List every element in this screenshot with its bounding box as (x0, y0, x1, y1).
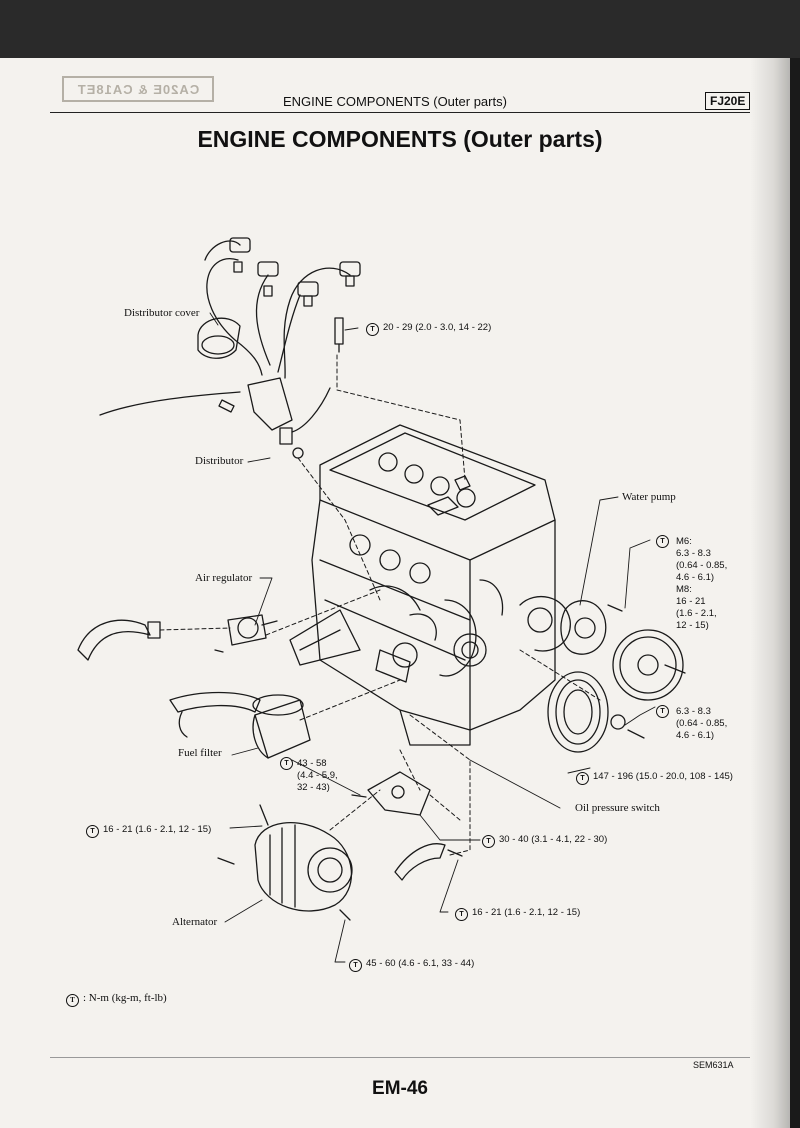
torque-icon: T (66, 994, 79, 1007)
torque-icon: T (656, 705, 669, 718)
torque-icon: T (280, 757, 293, 770)
plug-boot (229, 237, 251, 253)
torque-water-pump-m6: M6: 6.3 - 8.3 (0.64 - 0.85, 4.6 - 6.1) (676, 536, 728, 583)
vacuum-hose (291, 387, 331, 433)
torque-legend: T: N-m (kg-m, ft-lb) (66, 992, 167, 1007)
engine-block (311, 499, 556, 731)
oil-filter-bracket (367, 771, 431, 816)
oil-filter (254, 699, 311, 759)
torque-water-pump-m8: M8: 16 - 21 (1.6 - 2.1, 12 - 15) (676, 584, 717, 631)
plug-boot (339, 261, 361, 277)
page-title: ENGINE COMPONENTS (Outer parts) (197, 126, 603, 152)
ignition-wire (277, 294, 301, 373)
mounting-bracket (289, 609, 361, 666)
torque-pulley: 6.3 - 8.3 (0.64 - 0.85, 4.6 - 6.1) (676, 706, 728, 741)
torque-pulley-icon: T (656, 704, 673, 718)
running-head: ENGINE COMPONENTS (Outer parts) (283, 94, 507, 109)
page-number: EM-46 (372, 1078, 428, 1099)
ignition-wire (204, 240, 241, 261)
adjusting-bar (394, 843, 446, 881)
torque-icon: T (482, 835, 495, 848)
distributor (247, 377, 293, 431)
plug-terminal (233, 261, 243, 273)
label-distributor: Distributor (195, 455, 244, 467)
label-distributor-cover: Distributor cover (124, 307, 200, 319)
plug-terminal (263, 285, 273, 297)
plug-boot (257, 261, 279, 277)
plug-boot (297, 281, 319, 297)
manual-page (0, 58, 800, 1128)
label-fuel-filter: Fuel filter (178, 747, 222, 759)
torque-icon: T (366, 323, 379, 336)
air-hose (77, 619, 151, 661)
header-rule (50, 112, 750, 113)
air-regulator (227, 614, 267, 646)
water-pump (560, 600, 607, 655)
spark-plug (334, 317, 344, 345)
torque-oil-filter-bracket: 43 - 58 (4.4 - 5.9, 32 - 43) (297, 758, 338, 793)
torque-icon: T (656, 535, 669, 548)
fuel-hose (169, 691, 261, 713)
model-badge: FJ20E (705, 92, 751, 110)
torque-icon: T (349, 959, 362, 972)
torque-icon: T (86, 825, 99, 838)
label-air-regulator: Air regulator (195, 572, 253, 584)
figure-code: SEM631A (693, 1060, 734, 1070)
torque-icon: T (576, 772, 589, 785)
crank-pulley (547, 671, 609, 753)
label-water-pump: Water pump (622, 491, 676, 503)
vacuum-hose (99, 391, 241, 416)
ignition-wire (255, 274, 271, 366)
footer-rule (50, 1057, 750, 1058)
plug-terminal (303, 295, 313, 307)
label-oil-pressure-switch: Oil pressure switch (575, 802, 660, 814)
label-alternator: Alternator (172, 916, 218, 928)
water-pump-pulley (612, 629, 684, 701)
torque-water-pump: T (656, 534, 673, 548)
ignition-wire (206, 258, 263, 376)
torque-icon: T (455, 908, 468, 921)
ignition-wire (283, 267, 351, 379)
torque-oil-filter-bracket-icon: T (280, 756, 297, 770)
distributor-cover (197, 317, 241, 359)
plug-terminal (345, 275, 355, 287)
